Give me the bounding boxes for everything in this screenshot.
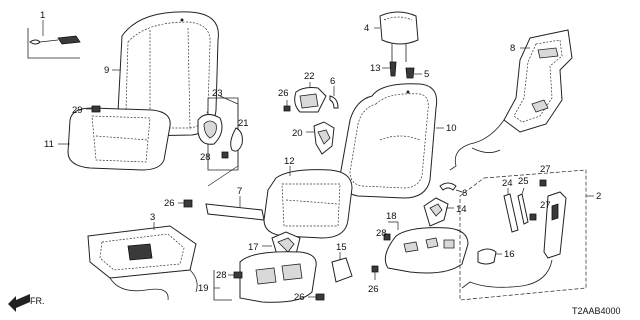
direction-label: FR. — [30, 296, 45, 306]
callout-27a: 27 — [540, 164, 551, 175]
callout-23: 23 — [212, 88, 223, 99]
part-26-screw-b[interactable] — [178, 199, 193, 208]
callout-25: 25 — [518, 176, 529, 187]
part-15-cover[interactable] — [331, 252, 353, 283]
part-10-seatback-trim[interactable] — [339, 83, 444, 199]
part-19-side-cover-group[interactable] — [213, 251, 317, 303]
part-25-switch-knob[interactable] — [517, 187, 529, 225]
callout-6a: 6 — [330, 76, 335, 87]
callout-7: 7 — [237, 186, 242, 197]
part-23-recliner-cover-group[interactable] — [197, 95, 243, 187]
part-13-guide[interactable] — [382, 61, 397, 77]
callout-28c: 28 — [376, 228, 387, 239]
part-2-switch-body[interactable] — [461, 191, 567, 289]
callout-8: 8 — [510, 43, 515, 54]
part-24-switch-knob[interactable] — [503, 188, 519, 233]
callout-5: 5 — [424, 69, 429, 80]
diagram-reference-code: T2AAB4000 — [572, 306, 621, 316]
part-16-knob[interactable] — [477, 248, 502, 265]
part-26-screw-c[interactable] — [308, 293, 325, 301]
part-18-outer-cover-group[interactable] — [384, 221, 469, 274]
part-28-clip-b[interactable] — [383, 233, 391, 241]
callout-2: 2 — [596, 191, 601, 202]
part-7-side-trim[interactable] — [205, 196, 265, 221]
part-28-clip-a[interactable] — [228, 271, 243, 279]
callout-26a: 26 — [278, 88, 289, 99]
callout-26d: 26 — [368, 284, 379, 295]
part-29-clip[interactable] — [86, 105, 101, 113]
part-6-cover-a[interactable] — [329, 86, 339, 109]
callout-17: 17 — [248, 242, 259, 253]
callout-29: 29 — [72, 105, 83, 116]
callout-11: 11 — [44, 139, 54, 150]
callout-12: 12 — [284, 156, 295, 167]
callout-16: 16 — [504, 249, 515, 260]
callout-24: 24 — [502, 178, 513, 189]
front-direction-arrow — [8, 294, 30, 312]
callout-6b: 6 — [462, 188, 467, 199]
part-22-recliner-cover-set[interactable] — [294, 82, 327, 113]
part-26-screw-a[interactable] — [283, 100, 291, 112]
callout-4: 4 — [364, 23, 369, 34]
callout-20: 20 — [292, 128, 303, 139]
callout-27b: 27 — [540, 200, 551, 211]
part-1-clip-set[interactable] — [27, 20, 81, 59]
callout-14: 14 — [456, 204, 467, 215]
part-2-power-seat-switch-group[interactable] — [459, 169, 594, 301]
part-14-bracket[interactable] — [423, 197, 454, 227]
part-27-screw-a[interactable] — [539, 179, 547, 187]
callout-28a: 28 — [200, 152, 211, 163]
part-4-headrest[interactable] — [374, 11, 419, 62]
callout-19: 19 — [198, 283, 209, 294]
callout-15: 15 — [336, 242, 347, 253]
callout-10: 10 — [446, 123, 457, 134]
part-6-cover-b[interactable] — [439, 182, 463, 193]
part-3-seat-frame-wiring[interactable] — [87, 222, 198, 301]
callout-18: 18 — [386, 211, 397, 222]
callout-21: 21 — [238, 118, 249, 129]
part-8-seat-heater[interactable] — [449, 29, 573, 171]
callout-22: 22 — [304, 71, 315, 82]
callout-9: 9 — [104, 65, 109, 76]
callout-26b: 26 — [164, 198, 175, 209]
part-11-seat-cushion-pad[interactable] — [58, 107, 171, 171]
part-27-screw-b[interactable] — [529, 213, 537, 221]
callout-13: 13 — [370, 63, 381, 74]
part-26-screw-d[interactable] — [371, 265, 379, 280]
callout-3: 3 — [150, 212, 155, 223]
callout-1: 1 — [40, 10, 45, 21]
part-12-seat-cushion-trim[interactable] — [263, 166, 353, 239]
part-5-guide-lock[interactable] — [405, 67, 422, 79]
part-20-recliner-bracket[interactable] — [306, 121, 335, 155]
callout-26c: 26 — [294, 292, 305, 303]
callout-28b: 28 — [216, 270, 227, 281]
